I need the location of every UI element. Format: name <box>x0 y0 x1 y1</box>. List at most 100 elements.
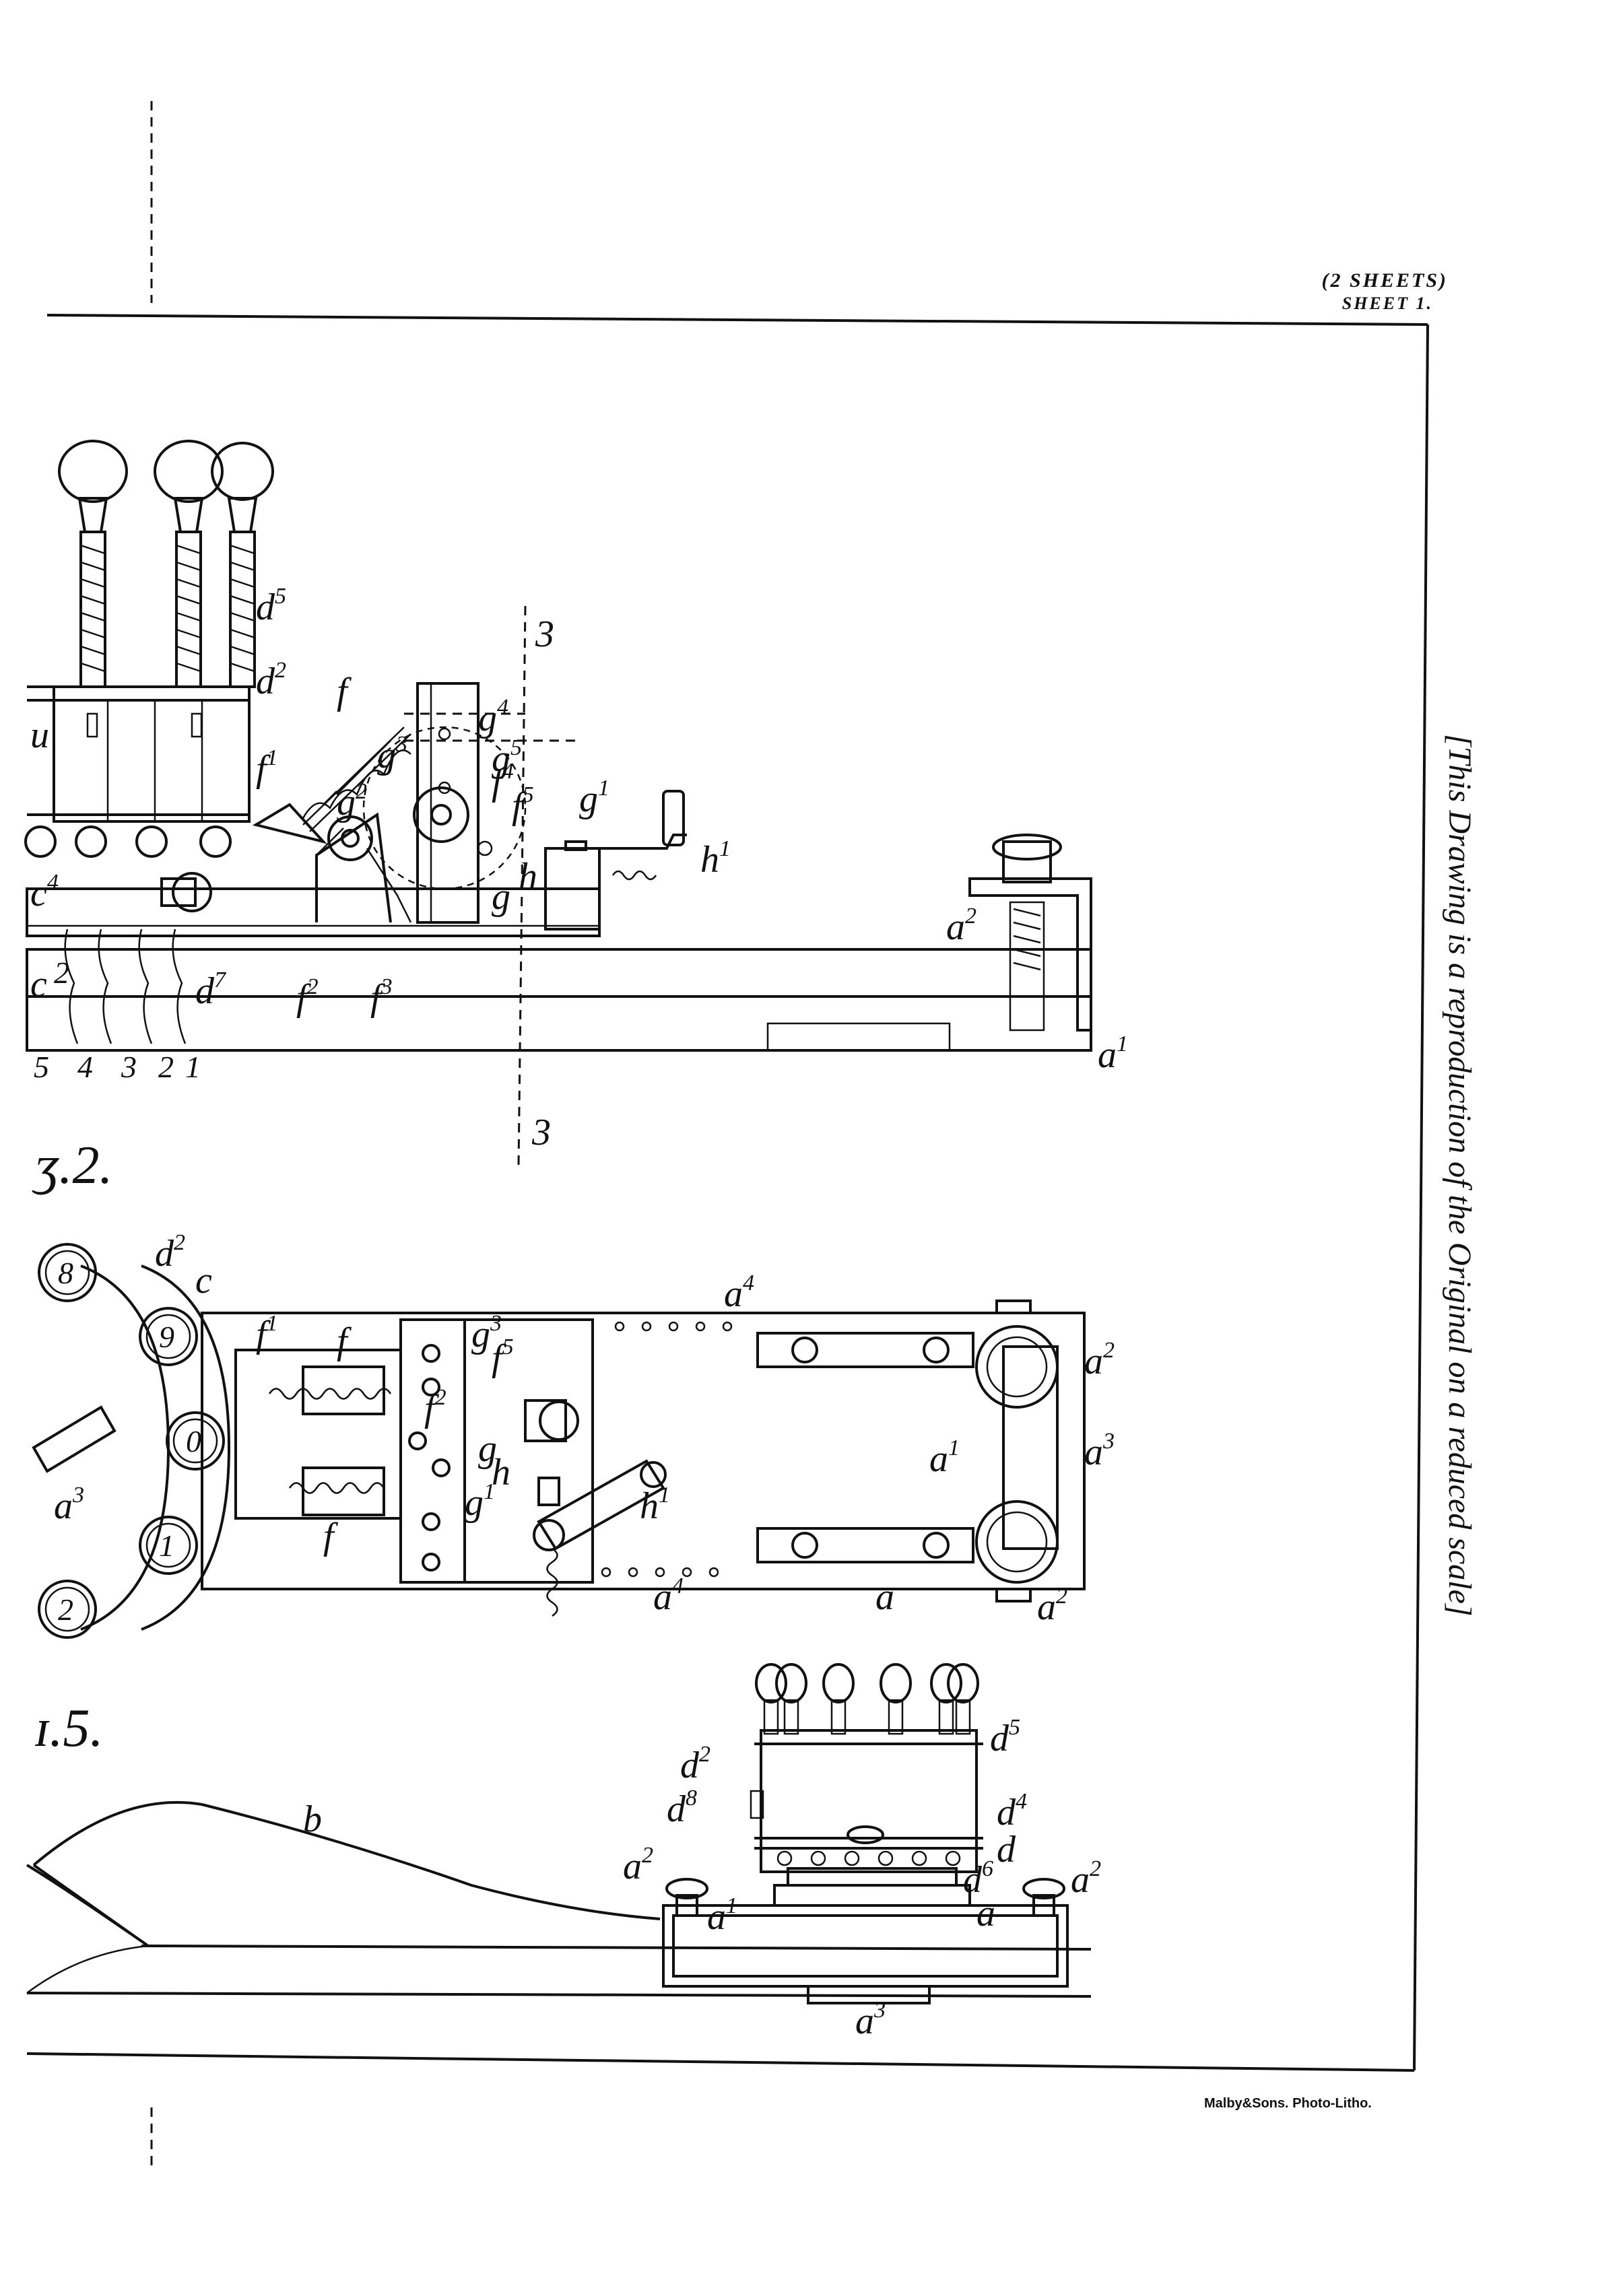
label-a-fig2: a <box>875 1576 894 1618</box>
sup-7: 7 <box>214 968 227 992</box>
label-g4: g <box>478 698 497 739</box>
label-g5: g <box>492 738 510 780</box>
sup-3b: 3 <box>380 974 393 999</box>
svg-text:f5: f5 <box>492 1335 514 1379</box>
svg-text:d8: d8 <box>667 1786 697 1830</box>
sup-2d: 2 <box>965 904 976 928</box>
svg-text:a3: a3 <box>1084 1429 1115 1473</box>
figure-1-drawing <box>24 440 1092 1166</box>
wire-number-1: 1 <box>185 1050 201 1084</box>
label-u: u <box>30 714 49 756</box>
sup-5b: 5 <box>510 735 522 760</box>
label-g2: g <box>337 782 356 823</box>
label-g1-fig2: g <box>465 1482 484 1524</box>
sup-2e: 2 <box>174 1230 185 1255</box>
sheet-number-label: SHEET 1. <box>1342 294 1433 313</box>
label-a4-top: a <box>724 1273 743 1315</box>
sup-1h: 1 <box>948 1436 960 1460</box>
svg-text:h1: h1 <box>700 836 731 881</box>
label-a4-bottom: a <box>653 1576 672 1618</box>
sup-2: 2 <box>275 658 286 683</box>
label-d8: d <box>667 1788 686 1830</box>
label-d6: d <box>963 1859 983 1901</box>
label-h1-fig2: h <box>640 1485 659 1527</box>
svg-text:a2: a2 <box>1084 1338 1115 1382</box>
label-f: f <box>337 671 352 712</box>
sup-1b: 1 <box>598 776 609 801</box>
sup-1g: 1 <box>659 1483 670 1508</box>
sup-5d: 5 <box>502 1335 514 1359</box>
label-a1-fig2: a <box>929 1438 948 1480</box>
sup-1i: 1 <box>726 1893 737 1918</box>
label-h: h <box>519 856 537 898</box>
wire-number-5: 5 <box>34 1050 49 1084</box>
label-d2-fig2: d <box>155 1233 174 1275</box>
label-a1-fig1: a <box>1098 1034 1117 1076</box>
key-bank <box>24 440 274 912</box>
sup-3: 3 <box>395 732 407 757</box>
sup-5e: 5 <box>1009 1715 1020 1740</box>
label-d4: d <box>997 1792 1016 1833</box>
label-a2-fig1: a <box>946 906 965 948</box>
dial-number-9: 9 <box>159 1320 174 1354</box>
sup-1c: 1 <box>719 836 731 861</box>
label-c4: c <box>30 873 47 914</box>
label-g3: g <box>377 735 396 776</box>
svg-text:d5: d5 <box>990 1715 1020 1759</box>
label-f-fig2-bottom: f <box>323 1516 339 1557</box>
svg-text:c4: c4 <box>30 870 59 914</box>
svg-text:g1: g1 <box>579 776 609 820</box>
dial-number-8: 8 <box>58 1256 73 1290</box>
dial-number-1: 1 <box>159 1528 174 1563</box>
sup-4e: 4 <box>672 1574 684 1598</box>
label-g1: g <box>579 778 598 820</box>
label-a2-fig5-left: a <box>623 1846 642 1887</box>
lithographer-credit: Malby&Sons. Photo-Litho. <box>1204 2096 1372 2111</box>
figure-1-labels: d5 d2 f f1 g3 g2 3 3 g4 g5 f4 f5 g1 h1 h… <box>30 584 1128 1153</box>
label-a3-fig2: a <box>1084 1431 1103 1473</box>
label-h1: h <box>700 839 719 881</box>
sup-1e: 1 <box>267 1311 278 1336</box>
label-d5: d <box>256 586 275 628</box>
svg-text:a2: a2 <box>623 1843 653 1887</box>
svg-text:g3: g3 <box>377 732 407 776</box>
wire-number-4: 4 <box>77 1050 93 1084</box>
label-g: g <box>492 876 510 918</box>
svg-text:a4: a4 <box>653 1574 684 1618</box>
wire-number-2: 2 <box>158 1050 174 1084</box>
figure-2-drawing: 8 9 0 1 2 <box>32 1243 1086 1639</box>
label-a3-fig5: a <box>855 2000 874 2042</box>
sup-3f: 3 <box>873 1998 886 2023</box>
svg-text:d4: d4 <box>997 1789 1027 1833</box>
label-d2-fig5: d <box>680 1745 700 1786</box>
sup-2c: 2 <box>307 974 319 999</box>
sup-3d: 3 <box>1102 1429 1115 1454</box>
label-d5-fig5: d <box>990 1718 1009 1759</box>
figure-5-drawing <box>26 1663 1092 2004</box>
sup-3e: 3 <box>72 1483 84 1508</box>
sup-4f: 4 <box>1016 1789 1027 1814</box>
svg-text:a3: a3 <box>855 1998 886 2042</box>
label-a-fig5: a <box>976 1893 995 1934</box>
sup-2j: 2 <box>642 1843 653 1868</box>
sup-2i: 2 <box>699 1742 710 1767</box>
svg-text:d2: d2 <box>155 1230 185 1275</box>
svg-text:d5: d5 <box>256 584 286 628</box>
svg-text:a4: a4 <box>724 1271 754 1315</box>
svg-text:h1: h1 <box>640 1483 670 1527</box>
svg-text:g1: g1 <box>465 1479 495 1524</box>
svg-text:f2: f2 <box>424 1385 446 1429</box>
svg-text:a3: a3 <box>54 1483 84 1527</box>
label-section-3-bottom: 3 <box>531 1112 551 1153</box>
svg-text:g2: g2 <box>337 779 367 823</box>
sup-4d: 4 <box>743 1271 754 1295</box>
sup-2g: 2 <box>1103 1338 1115 1363</box>
svg-text:g5: g5 <box>492 735 522 780</box>
sup-2f: 2 <box>435 1385 446 1410</box>
sup-2h: 2 <box>1056 1584 1067 1609</box>
label-a1-fig5: a <box>707 1896 726 1938</box>
sup-4c: 4 <box>47 870 59 895</box>
dial-number-0: 0 <box>186 1424 201 1458</box>
figure-2-caption: ʒ.2. <box>35 1136 113 1195</box>
label-d2: d <box>256 661 275 702</box>
